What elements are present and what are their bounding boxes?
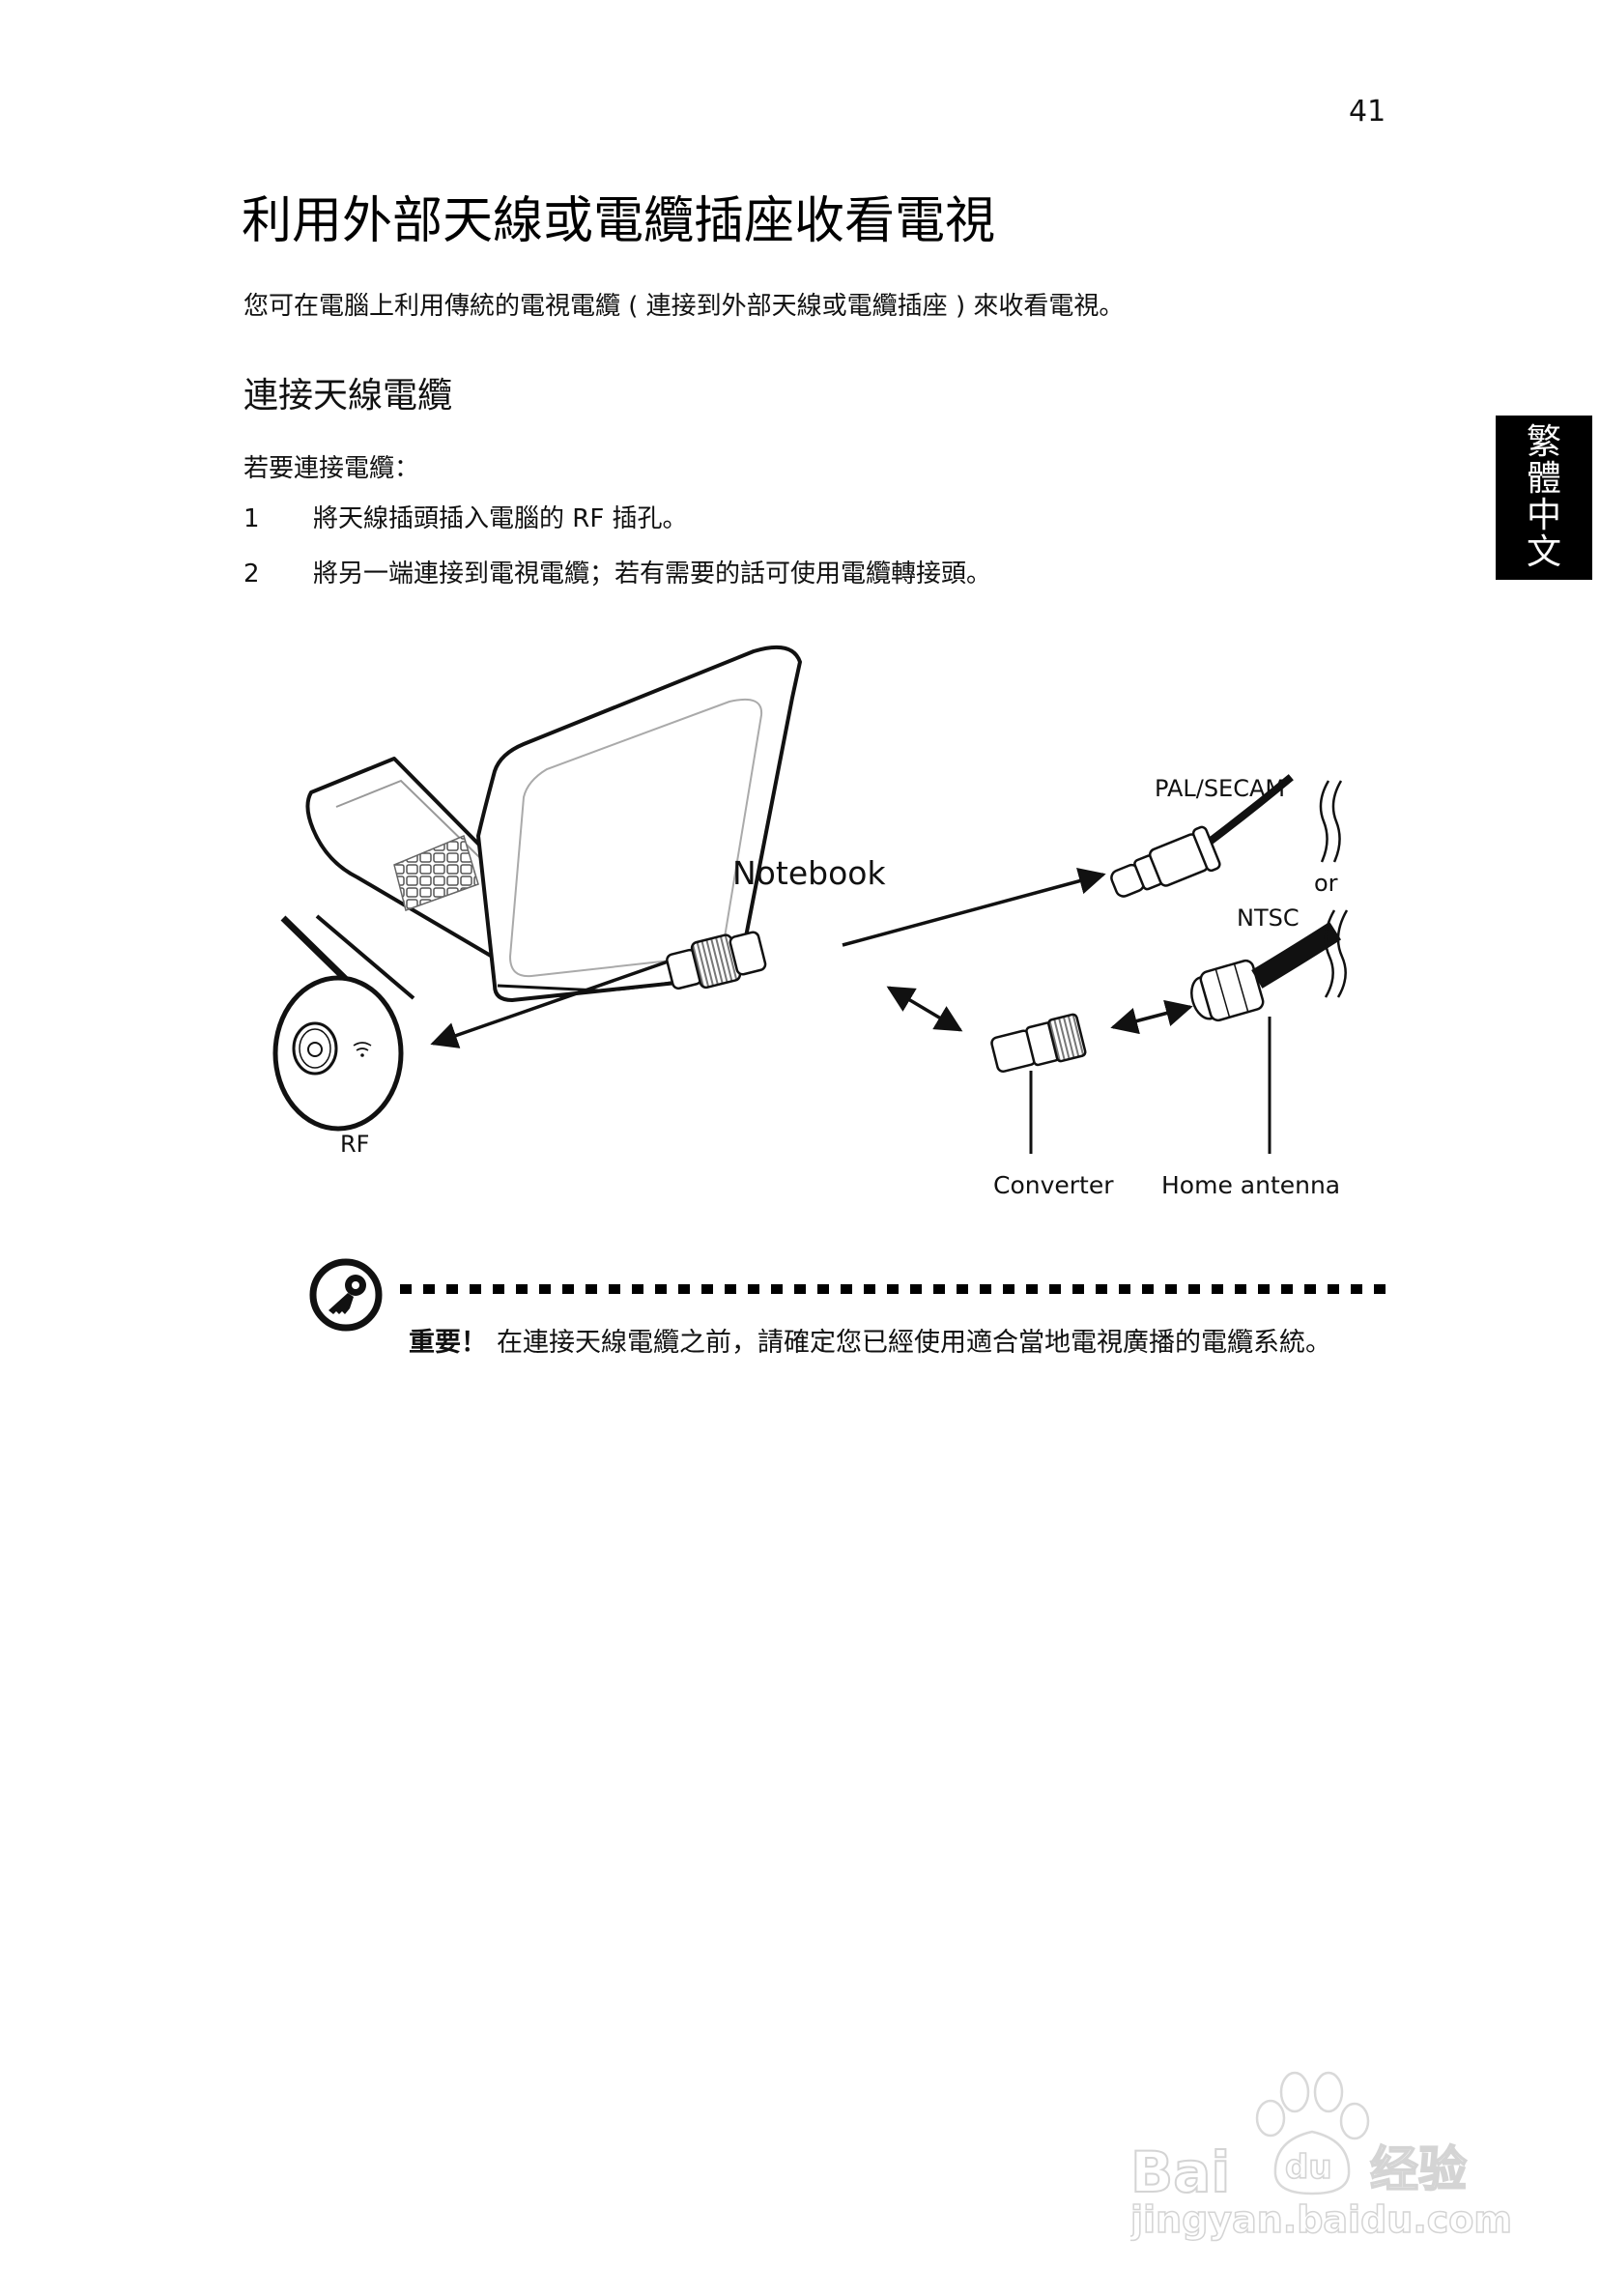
coax-plug-icon [666,931,767,990]
watermark-url: jingyan.baidu.com [1130,2198,1512,2241]
step-number: 1 [243,504,260,533]
step-item: 2 將另一端連接到電視電纜；若有需要的話可使用電纜轉接頭。 [243,560,991,615]
svg-text:Bai: Bai [1130,2139,1230,2205]
section-lead: 若要連接電纜： [243,454,420,483]
laptop-icon [305,645,802,1002]
baidu-watermark: Bai du 经验 jingyan.baidu.com [1128,2049,1517,2242]
intro-paragraph: 您可在電腦上利用傳統的電視電纜 ( 連接到外部天線或電纜插座 ) 來收看電視。 [243,292,1125,321]
language-tab-char: 體 [1526,459,1561,500]
important-note-text: 在連接天線電纜之前，請確定您已經使用適合當地電視廣播的電纜系統。 [497,1328,1331,1358]
step-number: 2 [243,560,260,588]
svg-text:经验: 经验 [1370,2141,1467,2197]
language-tab: 繁 體 中 文 [1496,416,1592,580]
pal-secam-label: PAL/SECAM [1155,775,1286,802]
converter-label: Converter [993,1171,1114,1199]
converter-adapter-icon [990,1013,1087,1074]
step-text: 將天線插頭插入電腦的 RF 插孔。 [313,504,688,533]
page-title: 利用外部天線或電纜插座收看電視 [242,192,996,250]
step-item: 1 將天線插頭插入電腦的 RF 插孔。 [243,504,991,560]
home-antenna-label: Home antenna [1161,1171,1341,1199]
step-text: 將另一端連接到電視電纜；若有需要的話可使用電纜轉接頭。 [313,560,992,588]
antenna-plug-icon [1110,774,1294,898]
language-tab-char: 中 [1526,496,1561,535]
ntsc-label: NTSC [1237,904,1300,932]
svg-text:du: du [1285,2148,1332,2187]
notebook-label: Notebook [732,854,886,892]
language-tab-char: 文 [1526,531,1561,572]
antenna-plug-icon [1190,921,1342,1022]
note-divider [400,1284,1386,1294]
rf-label: RF [340,1131,370,1158]
key-icon [307,1254,388,1335]
important-label: 重要！ [409,1328,487,1358]
section-heading: 連接天線電纜 [243,376,453,416]
or-label: or [1314,870,1338,897]
language-tab-char: 繁 [1526,422,1561,463]
steps-list: 1 將天線插頭插入電腦的 RF 插孔。 2 將另一端連接到電視電纜；若有需要的話… [243,504,991,615]
important-note: 重要！ 在連接天線電纜之前，請確定您已經使用適合當地電視廣播的電纜系統。 [409,1320,1385,1366]
rf-port-icon [272,975,404,1132]
page-number: 41 [1349,95,1386,129]
connection-diagram: Notebook PAL/SECAM or NTSC RF Converter … [271,609,1382,1227]
